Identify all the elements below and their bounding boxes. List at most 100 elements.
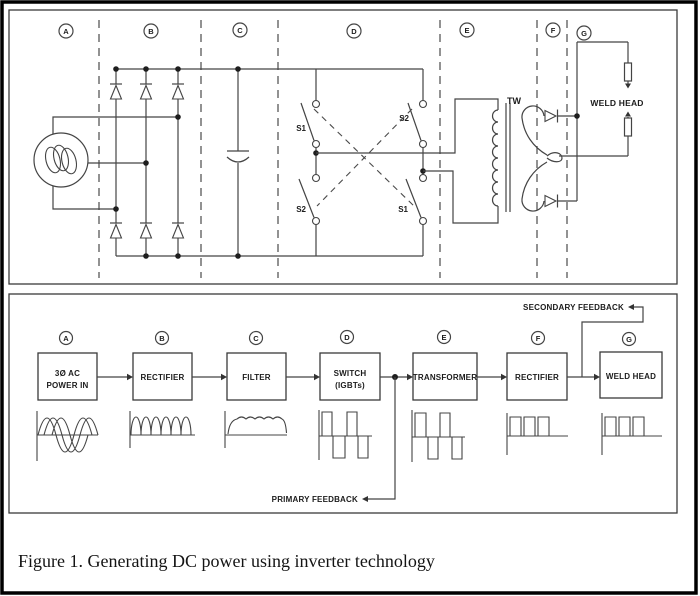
block-label-b: B — [154, 330, 170, 346]
svg-text:A: A — [63, 27, 69, 36]
electrode-resistor-top — [623, 62, 633, 82]
block-label-f: F — [530, 330, 546, 346]
transformer-secondary — [521, 105, 563, 212]
ac-source-icon — [33, 116, 178, 210]
transformer-core — [505, 103, 511, 212]
block-d: SWITCH (IGBTs) — [319, 352, 381, 401]
svg-text:RECTIFIER: RECTIFIER — [515, 373, 559, 382]
secondary-feedback-label: SECONDARY FEEDBACK — [523, 303, 624, 312]
svg-text:F: F — [551, 26, 556, 35]
secondary-feedback-line: SECONDARY FEEDBACK — [523, 303, 644, 377]
block-g: WELD HEAD — [599, 351, 663, 399]
waveform-bipolar-pulses-icon — [318, 410, 372, 460]
capacitor-icon — [226, 66, 250, 259]
section-label-a: A — [58, 23, 74, 39]
block-diagram-panel: A B C D E F G 3Ø AC POWER IN RECTIFIER F… — [8, 293, 678, 514]
switch-s1-bottom: S1 — [398, 173, 428, 226]
output-diode-top — [544, 109, 577, 123]
section-label-g: G — [576, 25, 592, 41]
flow-arrow — [192, 373, 227, 381]
block-label-e: E — [436, 329, 452, 345]
svg-text:WELD HEAD: WELD HEAD — [606, 372, 656, 381]
switch-linkage — [313, 108, 415, 207]
waveform-positive-pulses-icon — [601, 413, 662, 455]
section-label-d: D — [346, 23, 362, 39]
primary-lead-bottom — [423, 170, 499, 224]
section-label-b: B — [143, 23, 159, 39]
electrode-arrow-down-icon — [625, 83, 631, 89]
block-label-a: A — [58, 330, 74, 346]
block-c: FILTER — [226, 352, 287, 401]
svg-text:FILTER: FILTER — [242, 373, 271, 382]
svg-text:SWITCH: SWITCH — [334, 369, 367, 378]
section-label-e: E — [459, 22, 475, 38]
diode-icon — [171, 69, 185, 256]
block-e: TRANSFORMER — [412, 352, 478, 401]
diode-icon — [109, 69, 123, 256]
waveform-rectified-icon — [129, 411, 195, 448]
block-section-labels: A B C D E F G — [58, 329, 637, 347]
schematic-panel: A B C D E F G — [8, 9, 678, 285]
schematic-panel-border — [8, 9, 678, 285]
primary-lead-top — [316, 98, 499, 154]
block-f: RECTIFIER — [506, 352, 568, 401]
tw-label: TW — [507, 96, 521, 106]
primary-feedback-label: PRIMARY FEEDBACK — [272, 495, 358, 504]
output-diode-bottom — [544, 194, 577, 208]
svg-text:D: D — [344, 333, 350, 342]
block-panel-border — [8, 293, 678, 514]
svg-text:3Ø AC: 3Ø AC — [55, 369, 80, 378]
waveform-positive-pulses-icon — [506, 413, 568, 455]
block-a: 3Ø AC POWER IN — [37, 352, 98, 401]
electrode-arrow-up-icon — [625, 111, 631, 117]
svg-text:D: D — [351, 27, 357, 36]
rectifier-bridge — [109, 66, 185, 259]
svg-text:G: G — [626, 335, 632, 344]
svg-text:E: E — [464, 26, 469, 35]
waveform-three-phase-icon — [36, 411, 99, 461]
svg-text:C: C — [253, 334, 259, 343]
electrode-resistor-bottom — [623, 117, 633, 137]
section-label-f: F — [545, 22, 561, 38]
svg-text:POWER IN: POWER IN — [46, 381, 88, 390]
s2-label: S2 — [296, 205, 306, 214]
block-label-g: G — [621, 331, 637, 347]
svg-text:B: B — [148, 27, 154, 36]
flow-arrow — [286, 373, 320, 381]
svg-text:(IGBTs): (IGBTs) — [335, 381, 365, 390]
svg-text:G: G — [581, 29, 587, 38]
block-label-d: D — [339, 329, 355, 345]
s2-label: S2 — [399, 114, 409, 123]
primary-feedback-line: PRIMARY FEEDBACK — [272, 377, 396, 504]
flow-arrow — [567, 373, 600, 381]
flow-arrow — [477, 373, 507, 381]
block-label-c: C — [248, 330, 264, 346]
svg-text:TRANSFORMER: TRANSFORMER — [413, 373, 477, 382]
flow-arrows — [97, 373, 600, 381]
inverter-bridge: S1 S2 S2 S1 — [296, 69, 428, 256]
svg-text:F: F — [536, 334, 541, 343]
center-tap-loop — [546, 152, 563, 163]
transformer-primary-coil — [491, 109, 499, 207]
svg-text:E: E — [441, 333, 446, 342]
waveform-filtered-dc-icon — [224, 411, 288, 448]
s1-label: S1 — [296, 124, 306, 133]
svg-text:B: B — [159, 334, 165, 343]
transformer-icon: TW — [316, 96, 563, 224]
svg-text:RECTIFIER: RECTIFIER — [140, 373, 184, 382]
switch-s2-bottom: S2 — [296, 173, 321, 226]
figure-caption: Figure 1. Generating DC power using inve… — [18, 551, 435, 571]
section-label-c: C — [232, 22, 248, 38]
weld-head-label: WELD HEAD — [590, 98, 643, 108]
switch-s1-top: S1 — [296, 99, 321, 149]
switch-s2-top: S2 — [399, 99, 428, 149]
s1-label: S1 — [398, 205, 408, 214]
block-b: RECTIFIER — [132, 352, 193, 401]
flow-arrow — [97, 373, 133, 381]
svg-text:A: A — [63, 334, 69, 343]
section-dividers — [98, 20, 568, 278]
svg-text:C: C — [237, 26, 243, 35]
